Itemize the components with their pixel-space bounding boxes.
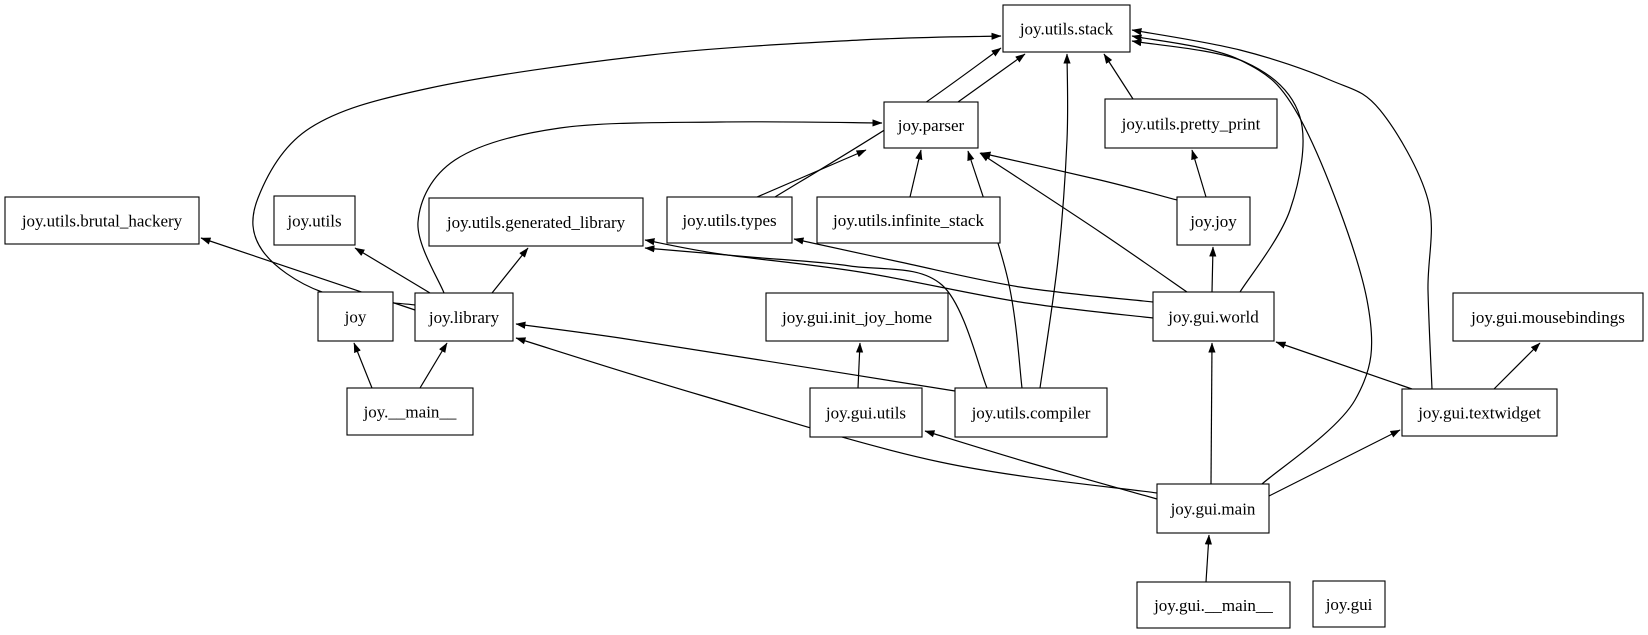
edge-joy_gui_world-to-joy_utils_stack [1131,39,1304,293]
node-joy_library: joy.library [414,292,514,342]
node-joy___main__: joy.__main__ [346,387,474,436]
node-joy_gui_mousebindings: joy.gui.mousebindings [1452,292,1644,342]
edge-joy_library-to-joy_utils_stack [252,32,1002,306]
edges-layer [200,28,1541,583]
node-box-joy_utils_stack [1002,4,1131,53]
node-label-joy_gui_world: joy.gui.world [1167,308,1259,327]
node-joy_utils_pretty_print: joy.utils.pretty_print [1104,98,1278,149]
node-label-joy_utils_infinite_stack: joy.utils.infinite_stack [832,211,984,230]
edge-joy___main__-to-joy_library [419,342,448,389]
node-label-joy_gui: joy.gui [1325,595,1373,614]
node-box-joy_parser [883,101,979,149]
edge-joy_utils_infinite_stack-to-joy_parser [909,149,923,198]
node-box-joy_gui [1312,580,1386,628]
node-label-joy_gui_textwidget: joy.gui.textwidget [1417,404,1541,423]
edge-joy_library-to-joy_utils_generated_library [491,247,529,294]
node-box-joy_gui_textwidget [1401,388,1558,437]
node-label-joy_utils: joy.utils [286,212,341,231]
node-box-joy_gui_utils [809,387,923,438]
node-joy_gui_textwidget: joy.gui.textwidget [1401,388,1558,437]
node-label-joy_utils_compiler: joy.utils.compiler [971,404,1091,423]
node-box-joy [317,291,394,342]
node-joy_gui_main: joy.gui.main [1156,483,1270,534]
node-box-joy_utils_brutal_hackery [4,196,200,245]
edge-joy___main__-to-joy [353,342,373,389]
edge-joy_joy-to-joy_parser [980,151,1178,201]
edge-joy_gui_world-to-joy_parser [979,152,1188,293]
node-joy_parser: joy.parser [883,101,979,149]
node-joy_utils_infinite_stack: joy.utils.infinite_stack [816,196,1001,244]
node-box-joy_utils_pretty_print [1104,98,1278,149]
node-label-joy_parser: joy.parser [897,116,965,135]
edge-joy_utils_compiler-to-joy_library [515,321,956,392]
node-label-joy_gui_init_joy_home: joy.gui.init_joy_home [781,308,932,327]
edge-joy_utils_compiler-to-joy_utils_generated_library [644,245,988,389]
edge-joy_utils_compiler-to-joy_utils_stack [1039,53,1071,389]
node-box-joy_gui_main [1156,483,1270,534]
node-joy_gui_init_joy_home: joy.gui.init_joy_home [765,292,949,342]
node-box-joy_utils_generated_library [428,197,644,247]
node-label-joy___main__: joy.__main__ [363,403,457,422]
node-joy_utils_brutal_hackery: joy.utils.brutal_hackery [4,196,200,245]
node-joy_utils_stack: joy.utils.stack [1002,4,1131,53]
node-box-joy_gui_init_joy_home [765,292,949,342]
edge-joy_library-to-joy_parser [417,119,883,294]
node-joy: joy [317,291,394,342]
node-box-joy_gui_mousebindings [1452,292,1644,342]
node-label-joy_utils_brutal_hackery: joy.utils.brutal_hackery [21,212,183,231]
node-label-joy_utils_types: joy.utils.types [681,211,776,230]
node-label-joy: joy [344,308,367,327]
edge-joy_parser-to-joy_utils_stack [957,53,1026,103]
edge-joy_library-to-joy_utils [354,247,431,294]
node-box-joy_utils [273,195,356,246]
edge-joy_gui_textwidget-to-joy_gui_world [1275,341,1413,390]
node-joy_joy: joy.joy [1176,196,1251,246]
node-label-joy_gui_main: joy.gui.main [1170,500,1256,519]
edge-joy_joy-to-joy_utils_pretty_print [1191,149,1207,198]
edge-joy_gui_world-to-joy_joy [1209,246,1217,293]
node-joy_gui_utils: joy.gui.utils [809,387,923,438]
node-joy_gui: joy.gui [1312,580,1386,628]
node-joy_gui___main__: joy.gui.__main__ [1136,581,1291,629]
edge-joy_gui_world-to-joy_utils_types [793,237,1154,303]
edge-joy_utils_pretty_print-to-joy_utils_stack [1103,53,1134,100]
node-label-joy_joy: joy.joy [1189,212,1237,231]
edge-joy_gui_main-to-joy_utils_stack [1131,34,1373,485]
node-joy_utils: joy.utils [273,195,356,246]
node-box-joy_utils_compiler [954,387,1108,438]
node-joy_utils_compiler: joy.utils.compiler [954,387,1108,438]
node-box-joy_joy [1176,196,1251,246]
node-label-joy_utils_stack: joy.utils.stack [1019,20,1114,39]
node-label-joy_gui___main__: joy.gui.__main__ [1153,596,1273,615]
node-joy_utils_types: joy.utils.types [666,196,793,244]
edge-joy_gui_main-to-joy_gui_world [1208,342,1216,485]
edge-joy_utils_types-to-joy_parser [756,149,867,198]
node-box-joy___main__ [346,387,474,436]
edge-joy_gui___main__-to-joy_gui_main [1204,534,1212,583]
edge-joy_gui_utils-to-joy_gui_init_joy_home [855,342,864,389]
edge-joy_gui_textwidget-to-joy_gui_mousebindings [1493,342,1541,390]
edge-joy_gui_main-to-joy_gui_textwidget [1268,429,1401,497]
nodes-layer: joy.utils.stack joy.parser joy.utils.prett… [4,4,1644,629]
node-label-joy_utils_generated_library: joy.utils.generated_library [446,213,626,232]
edge-joy_gui_world-to-joy_utils_generated_library [644,238,1154,319]
node-label-joy_utils_pretty_print: joy.utils.pretty_print [1121,115,1261,134]
edge-joy_gui_textwidget-to-joy_utils_stack [1131,28,1433,390]
node-box-joy_gui___main__ [1136,581,1291,629]
node-label-joy_gui_utils: joy.gui.utils [825,404,906,423]
edge-joy_utils_compiler-to-joy_parser [967,150,1023,389]
node-label-joy_library: joy.library [428,308,500,327]
node-box-joy_gui_world [1152,291,1275,342]
node-box-joy_library [414,292,514,342]
edge-joy_gui_main-to-joy_gui_utils [924,430,1158,500]
node-box-joy_utils_infinite_stack [816,196,1001,244]
node-joy_utils_generated_library: joy.utils.generated_library [428,197,644,247]
node-joy_gui_world: joy.gui.world [1152,291,1275,342]
node-box-joy_utils_types [666,196,793,244]
node-label-joy_gui_mousebindings: joy.gui.mousebindings [1470,308,1625,327]
